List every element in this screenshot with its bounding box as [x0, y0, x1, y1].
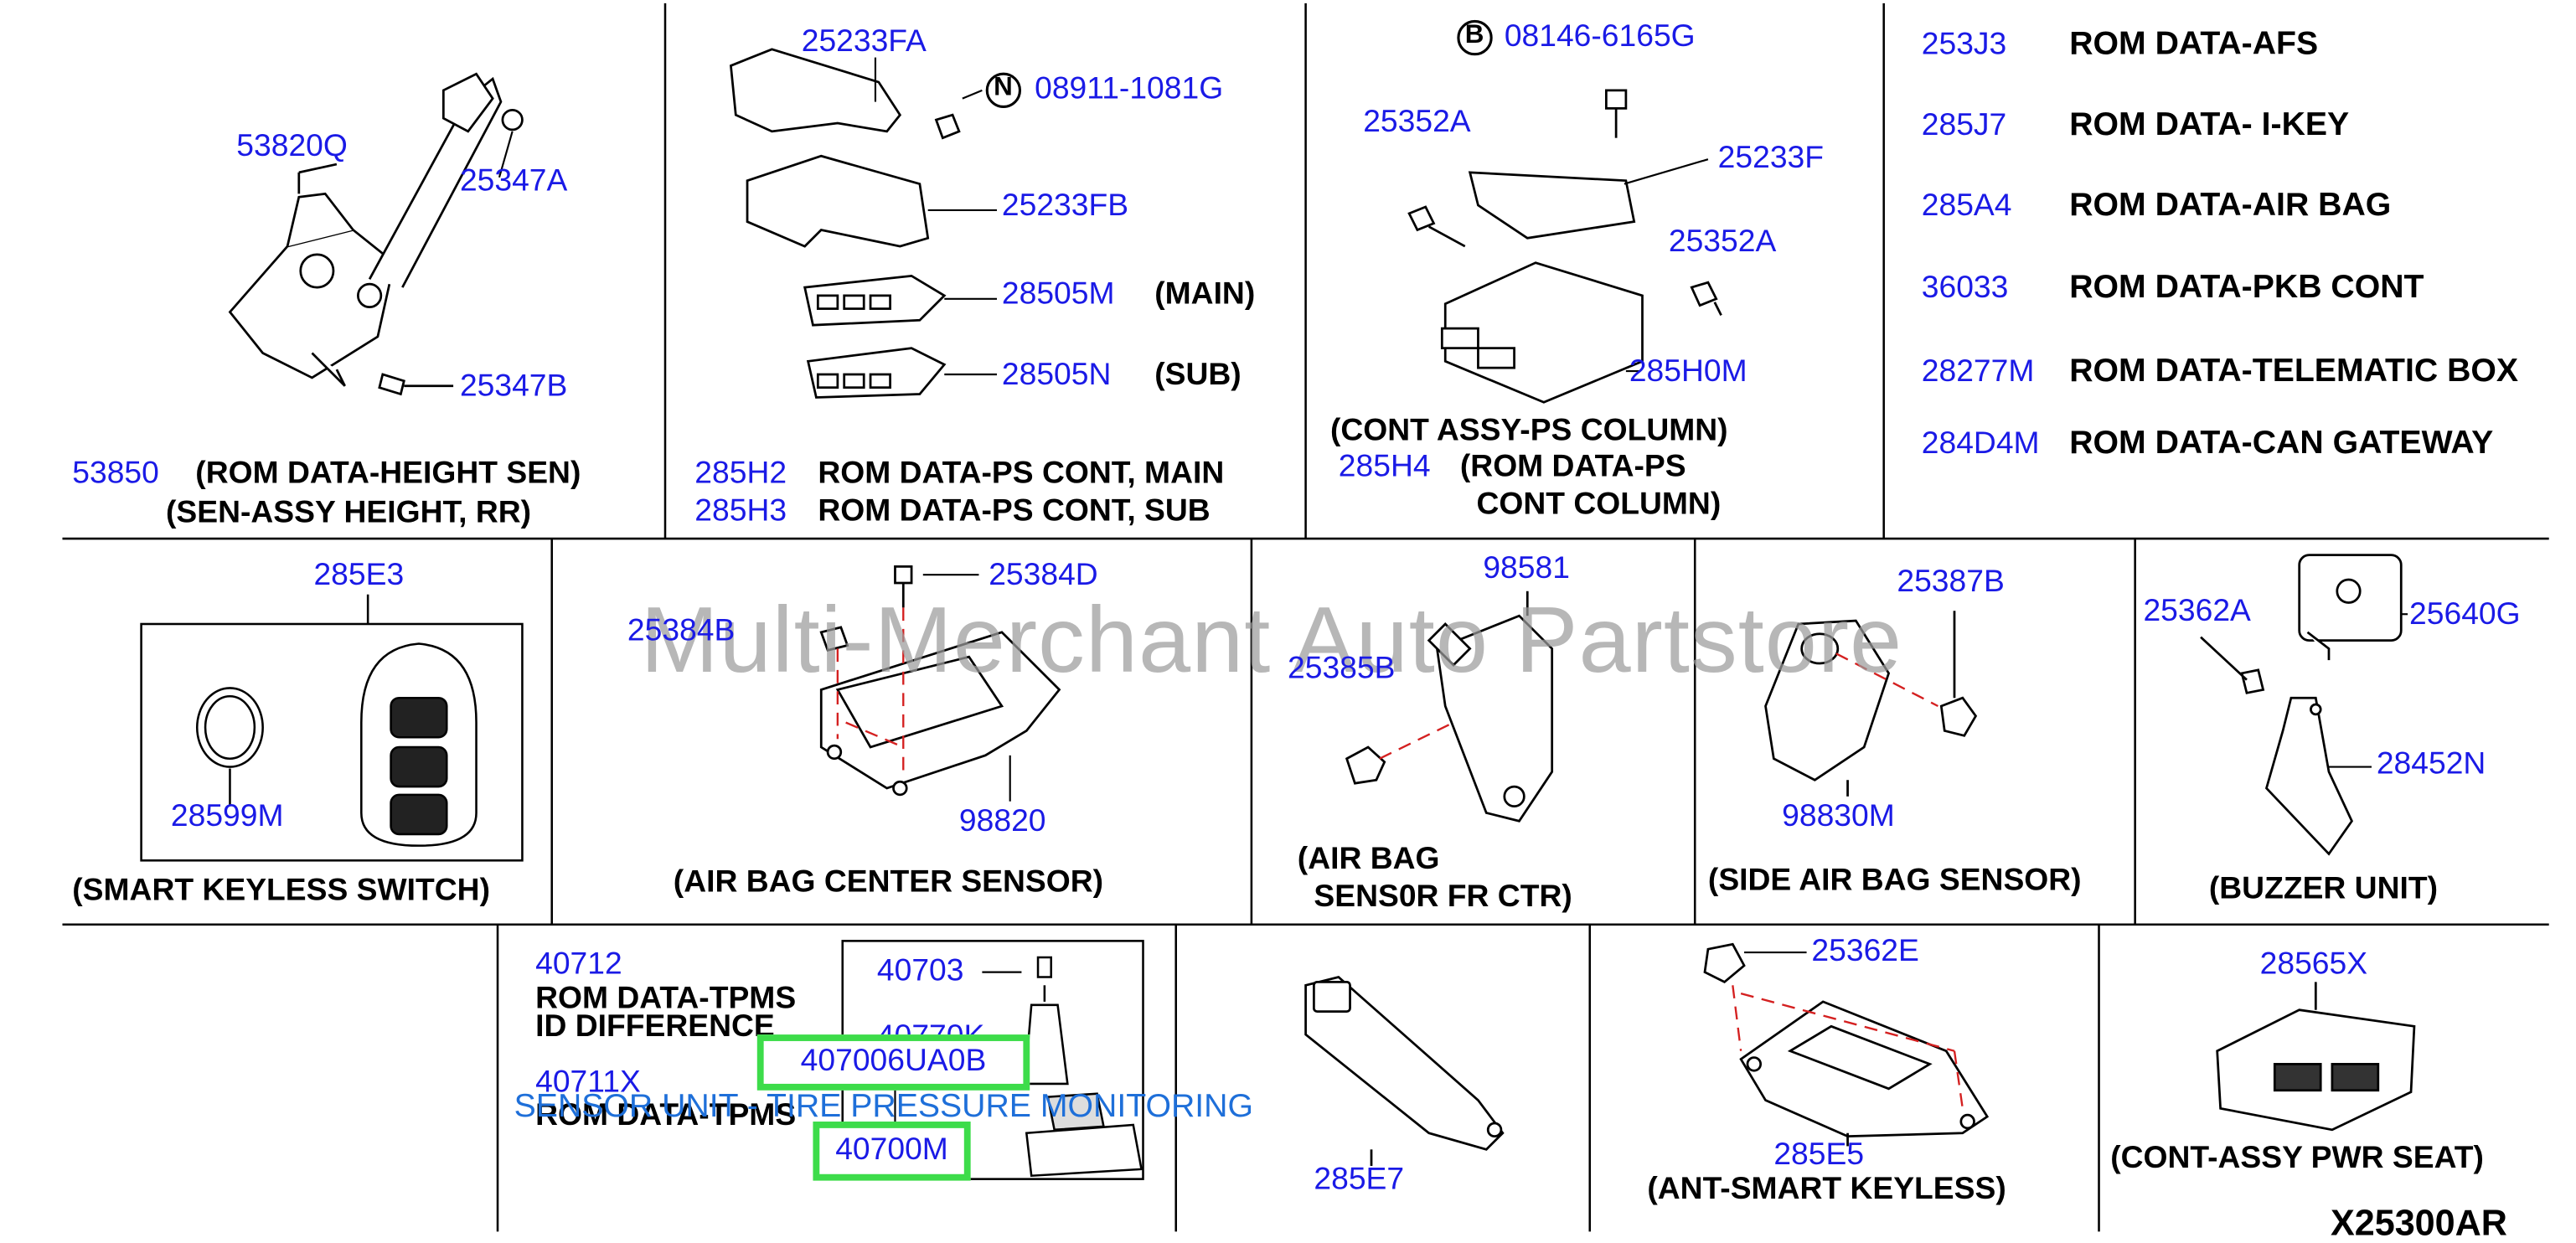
part-08146-6165G[interactable]: 08146-6165G — [1504, 19, 1696, 54]
part-98820[interactable]: 98820 — [958, 804, 1046, 839]
pwr-seat-caption: (CONT-ASSY PWR SEAT) — [2110, 1141, 2484, 1176]
ps-column-caption: (CONT ASSY-PS COLUMN) — [1330, 414, 1728, 449]
rom-list-label-5: ROM DATA-TELEMATIC BOX — [2069, 353, 2519, 389]
part-285H3[interactable]: 285H3 — [694, 494, 787, 529]
rom-list-number-2[interactable]: 285J7 — [1921, 108, 2007, 143]
part-40711X[interactable]: 40711X — [535, 1065, 641, 1101]
part-25385B[interactable]: 25385B — [1288, 652, 1396, 687]
rom-ps-column-label-1: (ROM DATA-PS — [1459, 450, 1686, 485]
part-40703[interactable]: 40703 — [876, 954, 964, 989]
buzzer-drawing — [2200, 554, 2403, 856]
rom-list-number-6[interactable]: 284D4M — [1921, 426, 2040, 462]
pwr-seat-drawing — [2216, 982, 2416, 1132]
rom-list-label-3: ROM DATA-AIR BAG — [2069, 187, 2392, 224]
part-28505M[interactable]: 28505M — [1001, 277, 1115, 312]
rom-list-label-1: ROM DATA-AFS — [2069, 26, 2319, 63]
highlight-part-40700M[interactable]: 40700M — [813, 1122, 971, 1181]
part-40712[interactable]: 40712 — [535, 947, 622, 983]
main-tag: (MAIN) — [1154, 277, 1256, 312]
rom-list-label-6: ROM DATA-CAN GATEWAY — [2069, 425, 2494, 462]
part-25233F[interactable]: 25233F — [1717, 141, 1825, 176]
part-285H2[interactable]: 285H2 — [694, 456, 787, 492]
part-08911-1081G[interactable]: 08911-1081G — [1035, 72, 1224, 107]
side-airbag-drawing — [1764, 611, 1978, 797]
part-25387B[interactable]: 25387B — [1897, 565, 2005, 600]
part-25233FA[interactable]: 25233FA — [801, 24, 927, 59]
ps-column-drawing — [1407, 89, 1722, 404]
bolt-marker: B — [1464, 21, 1484, 49]
part-25233FB[interactable]: 25233FB — [1001, 188, 1129, 224]
part-25384B[interactable]: 25384B — [627, 614, 736, 649]
part-285E5[interactable]: 285E5 — [1773, 1137, 1865, 1173]
buzzer-caption: (BUZZER UNIT) — [2208, 872, 2438, 907]
airbag-fr-ctr-caption-1: (AIR BAG — [1297, 842, 1440, 877]
part-25362E[interactable]: 25362E — [1811, 934, 1919, 969]
ant-smart-caption: (ANT-SMART KEYLESS) — [1647, 1172, 2006, 1207]
ant-smart-drawing — [1703, 942, 1990, 1147]
smart-keyless-drawing — [140, 594, 524, 862]
part-25347A[interactable]: 25347A — [459, 164, 568, 199]
bolt-marker-circle — [1457, 19, 1493, 56]
antenna-e7-drawing — [1304, 975, 1505, 1166]
tooltip-sensor-unit: SENSOR UNIT - TIRE PRESSURE MONITORING — [514, 1088, 1253, 1125]
part-98830M[interactable]: 98830M — [1782, 799, 1895, 834]
part-28505N[interactable]: 28505N — [1001, 358, 1112, 393]
sub-tag: (SUB) — [1154, 358, 1242, 393]
airbag-fr-ctr-caption-2: SENS0R FR CTR) — [1314, 879, 1572, 915]
part-28599M[interactable]: 28599M — [170, 799, 284, 834]
height-sensor-caption: (SEN-ASSY HEIGHT, RR) — [166, 496, 532, 531]
tpms-drawing — [841, 940, 1144, 1180]
rom-height-sen-label: (ROM DATA-HEIGHT SEN) — [195, 456, 581, 492]
grid-lines — [62, 3, 2549, 1232]
rom-ps-cont-main-label: ROM DATA-PS CONT, MAIN — [818, 456, 1225, 492]
rom-tpms-label-2: ROM DATA-TPMS — [535, 1098, 797, 1133]
ps-cont-drawing — [729, 48, 961, 399]
rom-list-number-3[interactable]: 285A4 — [1921, 188, 2012, 224]
airbag-fr-ctr-drawing — [1345, 591, 1554, 823]
rom-tpms-id-difference: ID DIFFERENCE — [535, 1009, 775, 1044]
part-25640G[interactable]: 25640G — [2409, 597, 2521, 632]
diagram-code: X25300AR — [2330, 1202, 2507, 1243]
rom-ps-cont-sub-label: ROM DATA-PS CONT, SUB — [818, 494, 1211, 529]
part-25384D[interactable]: 25384D — [989, 558, 1098, 593]
rom-list-number-1[interactable]: 253J3 — [1921, 28, 2007, 63]
rom-ps-column-label-2: CONT COLUMN) — [1476, 487, 1722, 523]
part-25352A-lower[interactable]: 25352A — [1668, 224, 1777, 260]
part-53820Q[interactable]: 53820Q — [236, 129, 348, 165]
watermark-text: Multi-Merchant Auto Partstore — [640, 587, 1903, 694]
rom-list-number-4[interactable]: 36033 — [1921, 271, 2009, 306]
part-98581[interactable]: 98581 — [1483, 551, 1570, 586]
nut-marker: N — [994, 74, 1013, 102]
height-sensor-drawing — [228, 72, 524, 396]
highlight-part-407006UA0B[interactable]: 407006UA0B — [756, 1034, 1030, 1091]
smart-keyless-caption: (SMART KEYLESS SWITCH) — [72, 873, 490, 909]
rom-list-label-2: ROM DATA- I-KEY — [2069, 106, 2350, 143]
part-28452N[interactable]: 28452N — [2376, 747, 2486, 782]
part-25352A-upper[interactable]: 25352A — [1363, 105, 1471, 140]
rom-tpms-label-1: ROM DATA-TPMS — [535, 982, 797, 1017]
part-285E7[interactable]: 285E7 — [1314, 1163, 1405, 1198]
airbag-center-caption: (AIR BAG CENTER SENSOR) — [673, 865, 1104, 900]
part-25347B[interactable]: 25347B — [459, 369, 568, 405]
part-285E3[interactable]: 285E3 — [313, 558, 405, 593]
part-25362A[interactable]: 25362A — [2143, 594, 2251, 629]
rom-list-number-5[interactable]: 28277M — [1921, 354, 2035, 389]
rom-list-label-4: ROM DATA-PKB CONT — [2069, 269, 2424, 306]
nut-marker-circle — [985, 72, 1022, 109]
part-53850[interactable]: 53850 — [72, 456, 159, 492]
part-285H0M[interactable]: 285H0M — [1629, 354, 1747, 389]
side-airbag-caption: (SIDE AIR BAG SENSOR) — [1707, 864, 2082, 899]
airbag-center-drawing — [819, 565, 1061, 797]
part-28565X[interactable]: 28565X — [2259, 947, 2368, 983]
part-285H4[interactable]: 285H4 — [1338, 450, 1431, 485]
